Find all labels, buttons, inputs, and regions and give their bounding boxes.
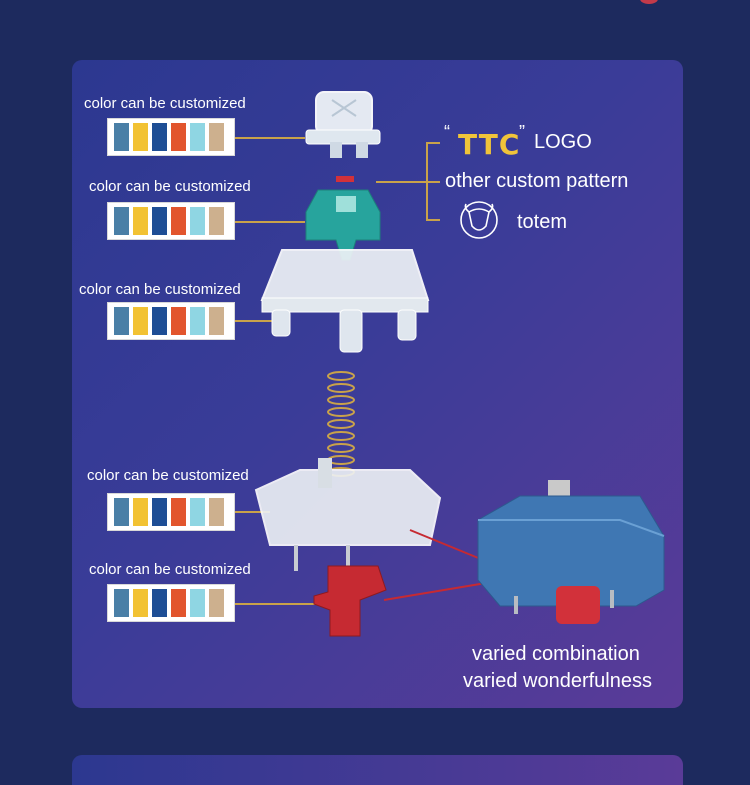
swatch-6 bbox=[209, 589, 224, 617]
clear-keycap-icon bbox=[305, 91, 381, 158]
swatch-4 bbox=[171, 589, 186, 617]
connector-line-top bbox=[409, 529, 489, 563]
stem-color-palette bbox=[107, 202, 235, 240]
swatch-6 bbox=[209, 207, 224, 235]
swatch-2 bbox=[133, 207, 148, 235]
bottom-housing-leader-line bbox=[235, 511, 270, 513]
custom-pattern-label: other custom pattern bbox=[445, 170, 629, 192]
bottom-housing-color-palette bbox=[107, 493, 235, 531]
callout-bracket-middle bbox=[376, 181, 440, 183]
teal-stem-icon bbox=[305, 176, 381, 261]
swatch-5 bbox=[190, 589, 205, 617]
swatch-2 bbox=[133, 498, 148, 526]
callout-bracket-top bbox=[426, 142, 440, 144]
swatch-3 bbox=[152, 207, 167, 235]
swatch-2 bbox=[133, 123, 148, 151]
stem-color-label: color can be customized bbox=[89, 178, 251, 195]
open-quote: “ bbox=[444, 122, 450, 142]
red-part-color-palette bbox=[107, 584, 235, 622]
bull-head-icon bbox=[460, 201, 498, 239]
swatch-1 bbox=[114, 589, 129, 617]
cap-leader-line bbox=[235, 137, 305, 139]
tagline-line-1: varied combination bbox=[472, 643, 640, 665]
connector-line-bottom bbox=[383, 581, 493, 601]
cap-color-palette bbox=[107, 118, 235, 156]
swatch-3 bbox=[152, 498, 167, 526]
swatch-1 bbox=[114, 498, 129, 526]
swatch-4 bbox=[171, 307, 186, 335]
logo-label: LOGO bbox=[534, 131, 592, 153]
swatch-6 bbox=[209, 123, 224, 151]
swatch-6 bbox=[209, 498, 224, 526]
ttc-logo: TTC bbox=[458, 128, 521, 161]
swatch-1 bbox=[114, 207, 129, 235]
swatch-2 bbox=[133, 307, 148, 335]
swatch-1 bbox=[114, 123, 129, 151]
red-stem-icon bbox=[313, 565, 387, 637]
swatch-3 bbox=[152, 123, 167, 151]
close-quote: ” bbox=[519, 122, 525, 142]
swatch-4 bbox=[171, 207, 186, 235]
swatch-5 bbox=[190, 498, 205, 526]
red-part-leader-line bbox=[235, 603, 315, 605]
swatch-2 bbox=[133, 589, 148, 617]
swatch-4 bbox=[171, 123, 186, 151]
bottom-housing-color-label: color can be customized bbox=[87, 467, 249, 484]
tagline-line-2: varied wonderfulness bbox=[463, 670, 652, 692]
red-part-color-label: color can be customized bbox=[89, 561, 251, 578]
swatch-5 bbox=[190, 207, 205, 235]
top-housing-color-palette bbox=[107, 302, 235, 340]
stem-leader-line bbox=[235, 221, 305, 223]
clear-bottom-housing-icon bbox=[254, 458, 442, 571]
top-housing-leader-line bbox=[235, 320, 275, 322]
clear-top-housing-icon bbox=[260, 249, 430, 353]
callout-bracket-bottom bbox=[426, 219, 440, 221]
totem-label: totem bbox=[517, 211, 568, 233]
swatch-4 bbox=[171, 498, 186, 526]
assembled-blue-switch-icon bbox=[477, 480, 665, 624]
swatch-5 bbox=[190, 123, 205, 151]
swatch-3 bbox=[152, 307, 167, 335]
swatch-5 bbox=[190, 307, 205, 335]
swatch-6 bbox=[209, 307, 224, 335]
top-housing-color-label: color can be customized bbox=[79, 281, 241, 298]
cap-color-label: color can be customized bbox=[84, 95, 246, 112]
decorative-mark bbox=[640, 0, 658, 4]
swatch-1 bbox=[114, 307, 129, 335]
swatch-3 bbox=[152, 589, 167, 617]
